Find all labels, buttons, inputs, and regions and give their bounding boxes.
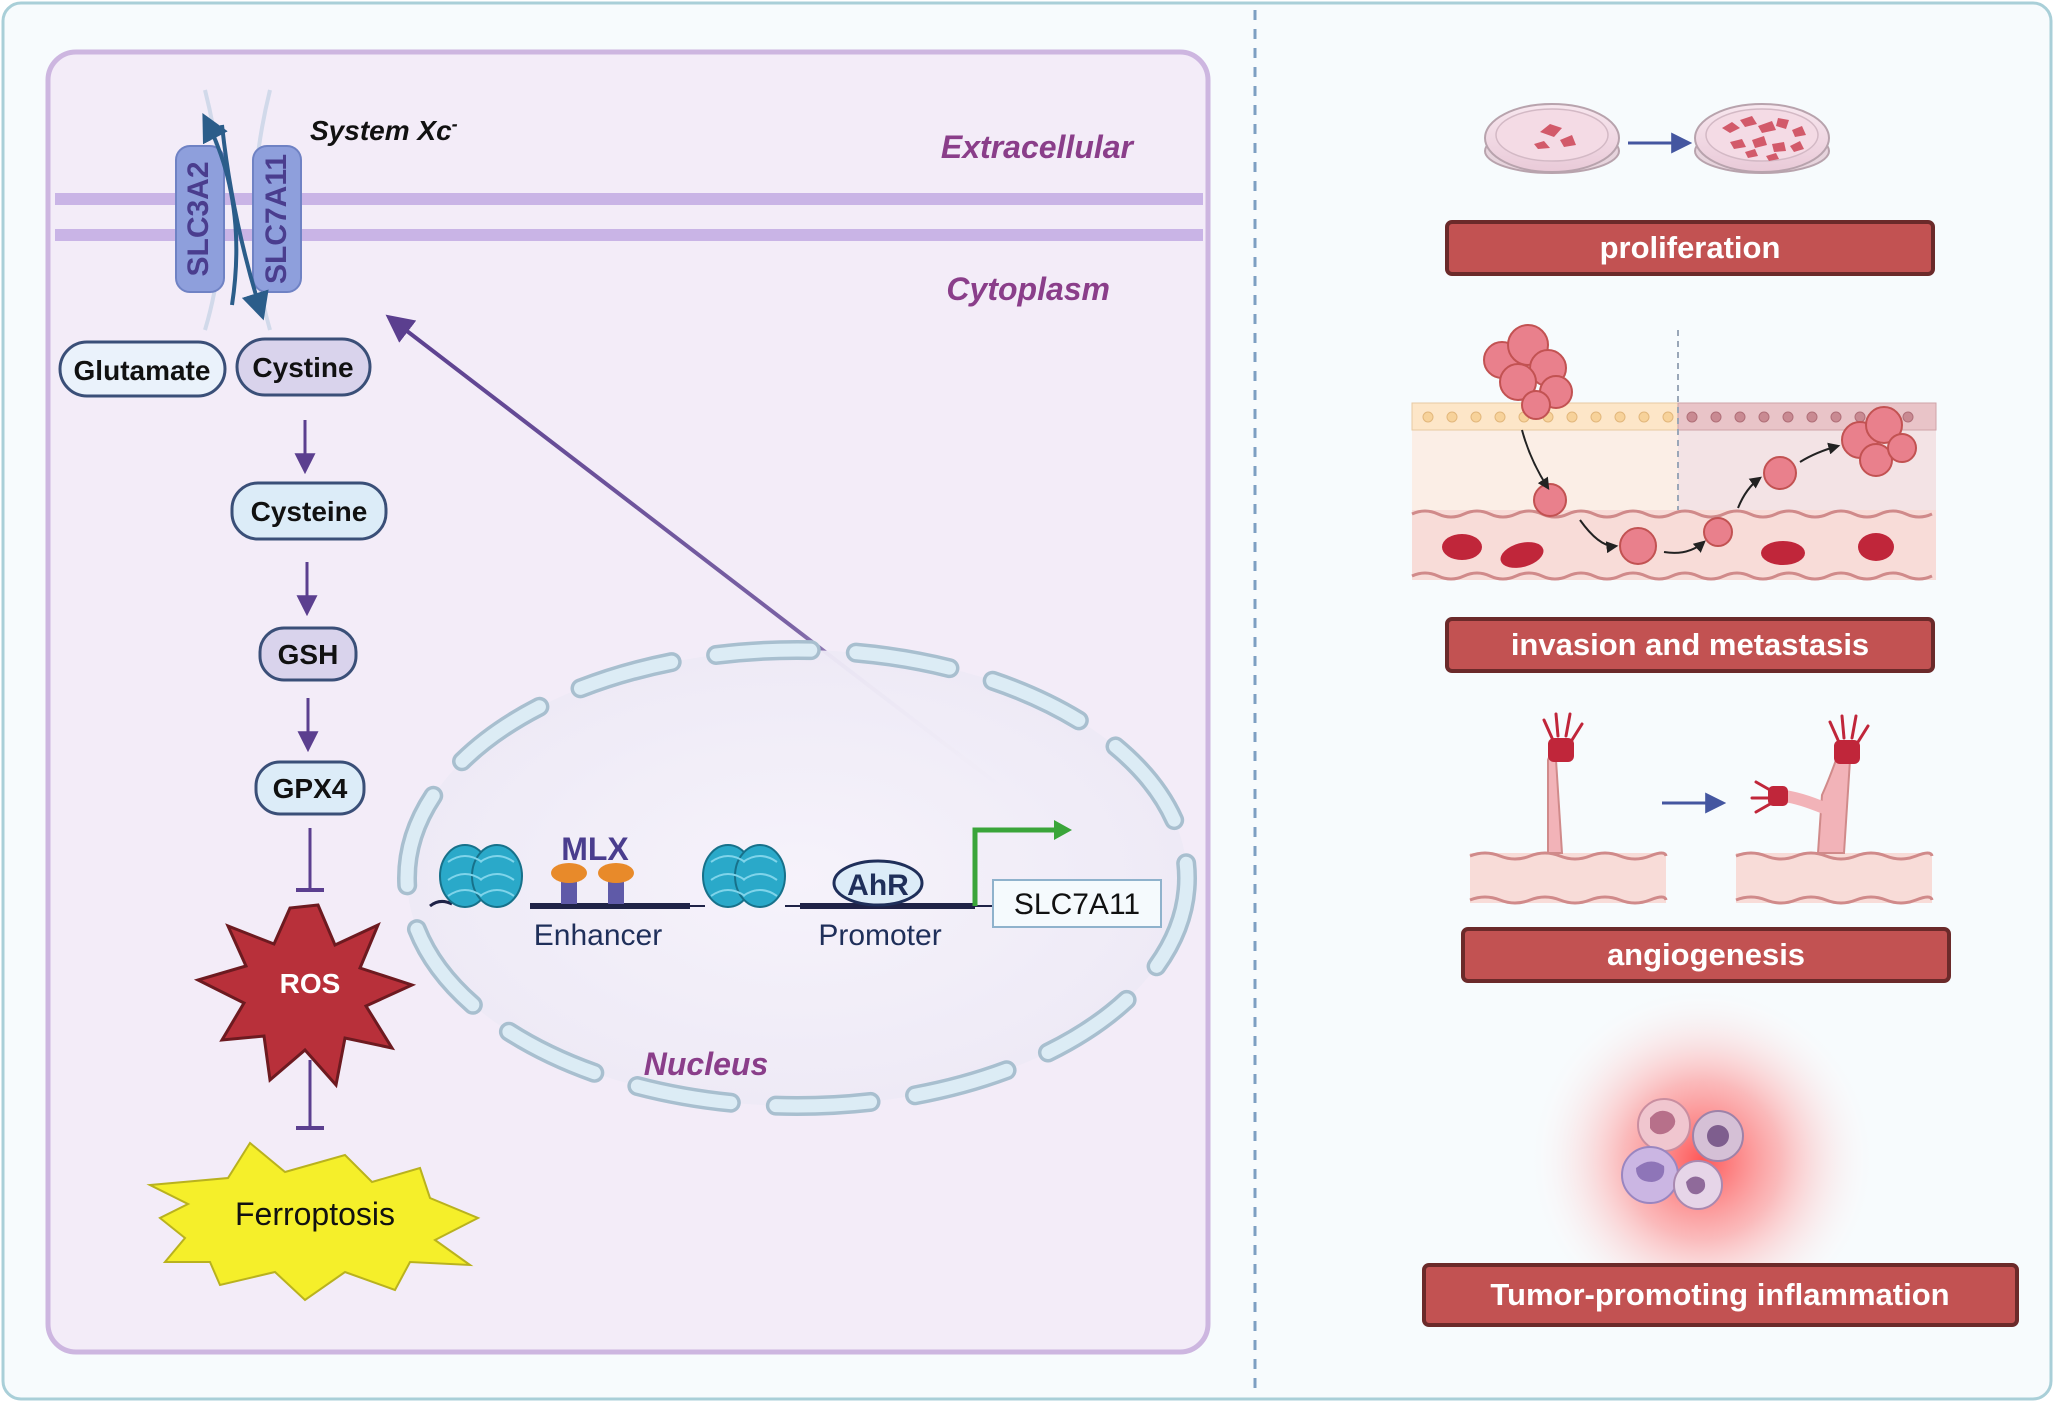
cysteine-node: Cysteine xyxy=(230,481,388,541)
invasion-banner: invasion and metastasis xyxy=(1445,617,1935,673)
angiogenesis-illustration xyxy=(1469,712,1934,905)
slc3a2-label: SLC3A2 xyxy=(182,161,215,276)
ahr-label: AhR xyxy=(847,869,909,902)
cystine-node: Cystine xyxy=(235,337,372,397)
membrane-inner-leaflet xyxy=(55,229,1203,241)
nucleosome-middle xyxy=(702,844,786,908)
slc3a2-subunit xyxy=(175,145,225,293)
angiogenesis-label: angiogenesis xyxy=(1607,937,1805,972)
ros-label: ROS xyxy=(280,968,341,999)
gsh-label: GSH xyxy=(278,639,339,670)
slc7a11-gene-label: SLC7A11 xyxy=(1014,888,1140,921)
glutamate-label: Glutamate xyxy=(74,355,211,386)
gpx4-label: GPX4 xyxy=(273,773,348,804)
nucleosome-left xyxy=(439,844,523,908)
system-xc-label: System Xc- xyxy=(310,114,458,146)
inflammation-banner: Tumor-promoting inflammation xyxy=(1422,1263,2019,1327)
ros-starburst: ROS xyxy=(193,903,417,1089)
proliferation-illustration xyxy=(1484,103,1830,174)
gpx4-node: GPX4 xyxy=(254,760,366,816)
cystine-import-arrow xyxy=(220,124,269,321)
mlx-label: MLX xyxy=(561,831,629,867)
glutamate-node: Glutamate xyxy=(58,340,227,398)
membrane-outer-leaflet xyxy=(55,193,1203,205)
ferroptosis-label: Ferroptosis xyxy=(235,1196,395,1232)
gsh-node: GSH xyxy=(258,626,358,682)
transcription-start-arrow xyxy=(972,827,1060,906)
promoter-label: Promoter xyxy=(818,919,941,952)
inflammation-illustration xyxy=(1527,985,1877,1335)
cell-panel: Extracellular Cytoplasm SLC3A2 SLC7A11 S… xyxy=(45,49,1211,1355)
nucleus-interior xyxy=(407,650,1187,1106)
nucleus-label: Nucleus xyxy=(644,1046,768,1082)
ahr-protein: AhR xyxy=(832,859,924,907)
system-xc-transporter: SLC3A2 SLC7A11 System Xc- xyxy=(175,89,458,331)
cystine-label: Cystine xyxy=(252,352,353,383)
mlx-protein: MLX xyxy=(551,831,634,904)
hallmarks-panel: proliferation xyxy=(1411,103,2019,1335)
enhancer-label: Enhancer xyxy=(534,919,662,952)
invasion-label: invasion and metastasis xyxy=(1511,627,1869,662)
inflammation-label: Tumor-promoting inflammation xyxy=(1490,1277,1949,1312)
slc7a11-gene-box xyxy=(992,879,1162,928)
nucleus: Nucleus xyxy=(397,640,1197,1116)
extracellular-label: Extracellular xyxy=(941,129,1135,165)
cytoplasm-label: Cytoplasm xyxy=(946,271,1110,307)
proliferation-label: proliferation xyxy=(1600,230,1781,265)
proliferation-banner: proliferation xyxy=(1445,220,1935,276)
inhibit-ros-ferroptosis xyxy=(296,1060,324,1130)
slc7a11-label: SLC7A11 xyxy=(260,154,293,284)
angiogenesis-banner: angiogenesis xyxy=(1461,927,1951,983)
slc7a11-subunit xyxy=(252,145,302,293)
inhibit-gpx4-ros xyxy=(296,828,324,892)
ferroptosis-starburst: Ferroptosis xyxy=(146,1141,481,1302)
invasion-illustration xyxy=(1411,324,1937,581)
cysteine-label: Cysteine xyxy=(251,496,368,527)
